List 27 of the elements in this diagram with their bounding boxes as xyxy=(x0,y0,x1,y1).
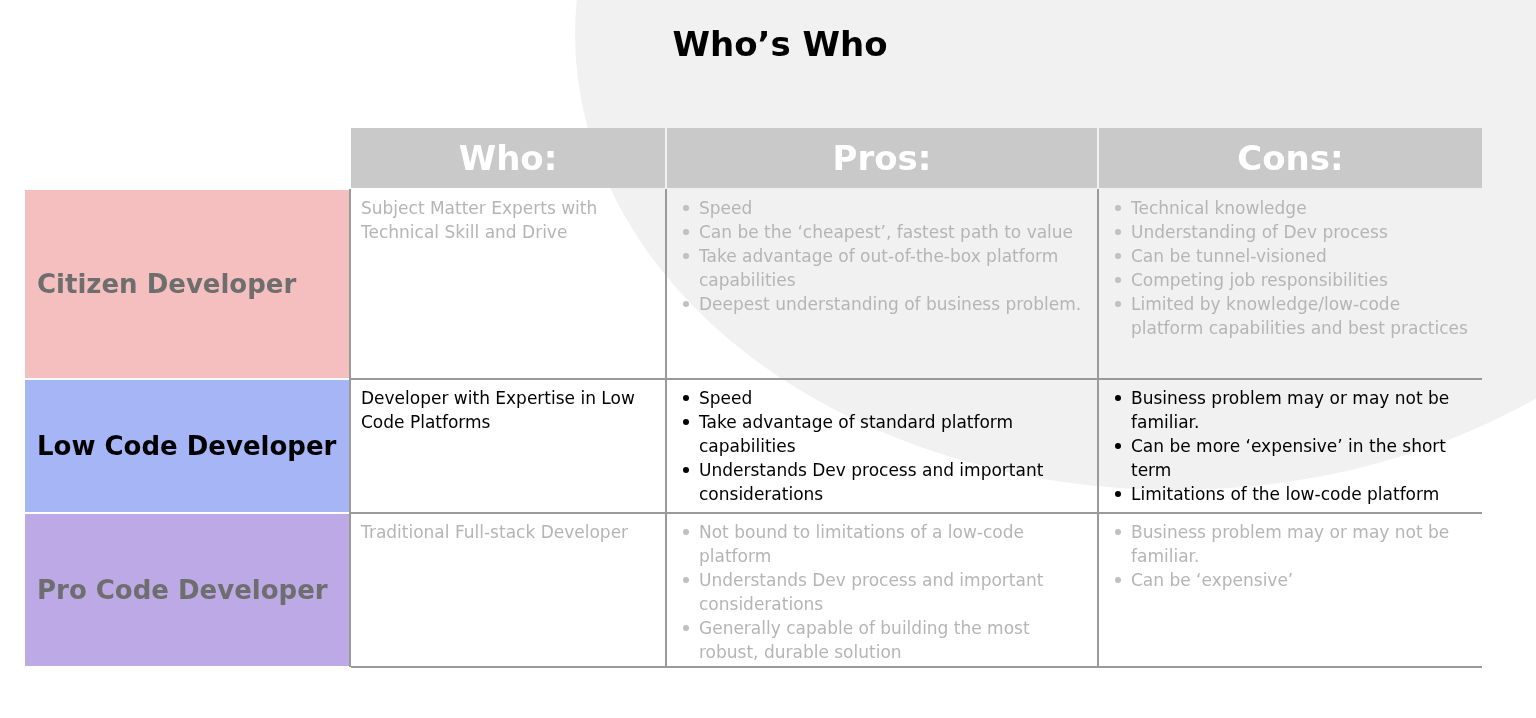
list-item-text: Competing job responsibilities xyxy=(1131,270,1388,290)
list-item-text: Take advantage of out-of-the-box platform capabilities xyxy=(699,246,1059,290)
title: Who’s Who xyxy=(671,24,889,64)
list-item-text: Understanding of Dev process xyxy=(1131,222,1388,242)
list-item-text: Generally capable of building the most robust, durable solution xyxy=(699,618,1030,662)
row-header: Citizen Developer xyxy=(25,190,350,378)
list-item-text: Can be more ‘expensive’ in the short term xyxy=(1131,436,1446,480)
list-item-text: Understands Dev process and important considerations xyxy=(699,570,1044,614)
list-item-text: Limitations of the low-code platform xyxy=(1131,484,1440,504)
cell-text: Developer with Expertise in Low Code Platforms xyxy=(361,387,636,434)
list-item-text: Can be tunnel-visioned xyxy=(1131,246,1327,266)
list-item-text: Business problem may or may not be familiar. xyxy=(1131,388,1450,432)
cell-text: Subject Matter Experts with Technical Skill and Drive xyxy=(361,197,599,244)
list-item-text: Take advantage of standard platform capabilities xyxy=(699,412,1014,456)
row-header: Low Code Developer xyxy=(25,380,350,512)
list-item-text: Can be ‘expensive’ xyxy=(1131,570,1294,590)
list-item-text: Technical knowledge xyxy=(1131,198,1307,218)
list-item-text: Business problem may or may not be familiar. xyxy=(1131,522,1450,566)
list-item-text: Not bound to limitations of a low-code platform xyxy=(699,522,1024,566)
list-item-text: Speed xyxy=(699,388,753,408)
list-item-text: Speed xyxy=(699,198,753,218)
list-item-text: Can be the ‘cheapest’, fastest path to value xyxy=(699,222,1074,242)
row-header: Pro Code Developer xyxy=(25,514,350,666)
cell-text: Traditional Full-stack Developer xyxy=(361,521,630,544)
list-item-text: Limited by knowledge/low-code platform capabilities and best practices xyxy=(1131,294,1468,338)
list-item-text: Understands Dev process and important considerations xyxy=(699,460,1044,504)
list-item-text: Deepest understanding of business problem. xyxy=(699,294,1082,314)
